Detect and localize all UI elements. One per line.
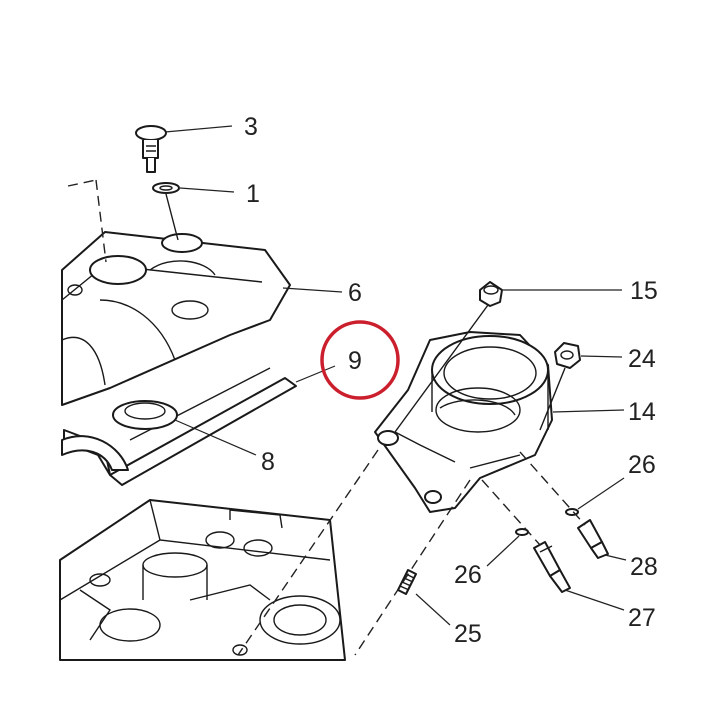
washer-part-1 (152, 182, 180, 194)
leader-lines (164, 125, 627, 626)
callout-24: 24 (628, 345, 656, 373)
callout-26: 26 (628, 451, 656, 479)
callout-27: 27 (628, 604, 656, 632)
callout-25: 25 (454, 620, 482, 648)
callout-15: 15 (630, 277, 658, 305)
callout-1: 1 (246, 180, 260, 208)
plug-seal-part-8 (112, 400, 178, 430)
nut-part-24 (554, 342, 581, 369)
callout-6: 6 (348, 279, 362, 307)
stud-part-25 (397, 569, 417, 595)
nipple-part-28 (577, 519, 609, 559)
callout-9: 9 (348, 347, 362, 375)
callout-3: 3 (244, 113, 258, 141)
callout-14: 14 (628, 398, 656, 426)
screw-part-15 (479, 281, 503, 307)
cylinder-head (59, 499, 346, 661)
valve-cover (61, 231, 291, 406)
half-moon-seal (61, 435, 129, 471)
manifold-part-14 (374, 331, 553, 513)
highlight-ring (320, 320, 400, 400)
callout-8: 8 (261, 448, 275, 476)
screw-part-3 (135, 125, 167, 173)
callout-28: 28 (630, 553, 658, 581)
nipple-part-27 (533, 541, 571, 593)
callout-26: 26 (454, 561, 482, 589)
